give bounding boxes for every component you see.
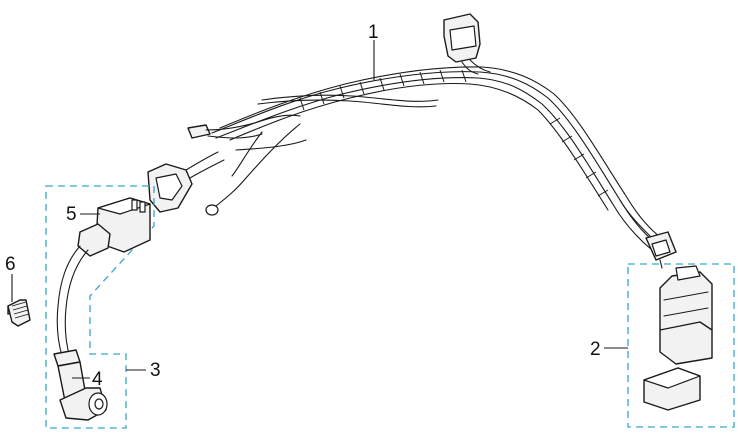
coil-lead-cable: [56, 245, 89, 359]
right-connector: [619, 199, 677, 269]
callout-3: 3: [150, 360, 161, 381]
top-connector: [443, 13, 491, 75]
wiring-harness: [147, 13, 677, 269]
leader-lines: [11, 40, 628, 379]
ignition-coil: [77, 197, 151, 257]
spark-plug-cap: [53, 349, 108, 421]
callout-1: 1: [368, 22, 379, 43]
relay-with-cover: [627, 263, 735, 428]
callout-5: 5: [66, 204, 77, 225]
branch-connector: [187, 114, 301, 139]
callout-2: 2: [590, 339, 601, 360]
coil-coupler: [147, 151, 225, 213]
callout-4: 4: [92, 369, 103, 390]
ring-terminal: [205, 123, 301, 216]
group-box-2: [627, 263, 735, 428]
bolt: [7, 299, 31, 327]
callout-6: 6: [5, 254, 16, 275]
group-box-3: [45, 185, 155, 429]
